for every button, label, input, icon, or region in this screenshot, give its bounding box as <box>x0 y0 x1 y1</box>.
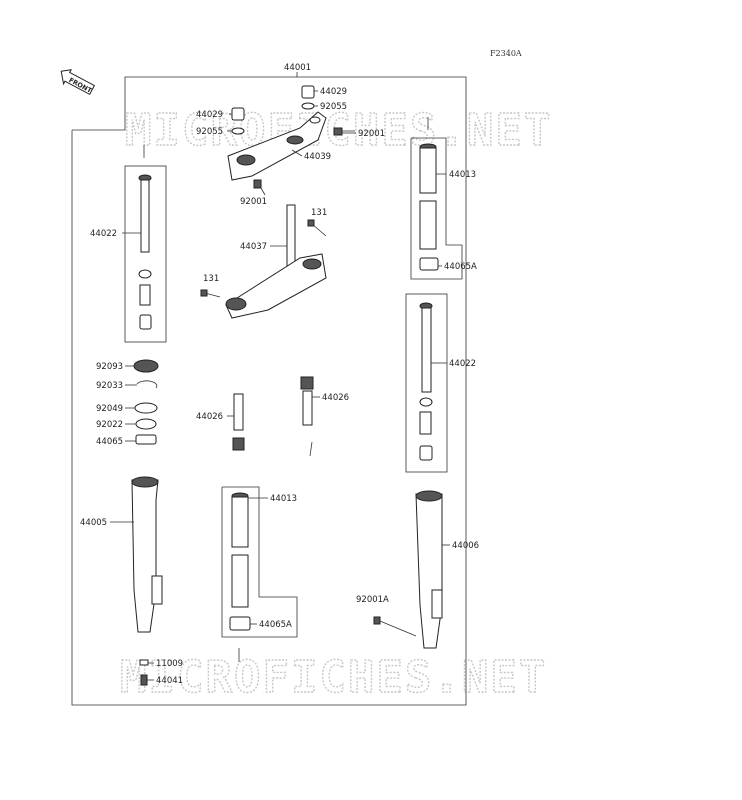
washer-92049 <box>134 402 158 414</box>
label-44041: 44041 <box>156 676 183 686</box>
label-44005: 44005 <box>80 518 107 528</box>
label-131-left: 131 <box>203 274 219 284</box>
outer-tube-right <box>415 490 443 649</box>
front-arrow-icon: FRONT <box>60 69 96 96</box>
washer-left <box>231 127 245 135</box>
label-44065: 44065 <box>96 437 123 447</box>
label-44029-right: 44029 <box>320 87 347 97</box>
label-44026-right: 44026 <box>322 393 349 403</box>
part-labels: 44001 44029 92055 44029 92055 92001 4403… <box>80 63 479 686</box>
figure-code: F2340A <box>490 49 522 58</box>
box-inner-tube-right-top <box>410 137 463 280</box>
circlip-92033 <box>136 380 158 389</box>
bolt-131-right <box>307 219 327 237</box>
label-44013-right: 44013 <box>449 170 476 180</box>
bolt-131-left <box>200 289 221 298</box>
label-92001-center: 92001 <box>240 197 267 207</box>
inner-tube-right <box>419 143 439 271</box>
label-92093: 92093 <box>96 362 123 372</box>
box-fork-tube-right <box>405 293 448 473</box>
assembly-outline <box>71 76 467 706</box>
bushing-92022 <box>135 418 157 430</box>
cylinder-right <box>300 376 314 426</box>
steering-stem <box>225 204 327 319</box>
label-92022: 92022 <box>96 420 123 430</box>
label-92001A: 92001A <box>356 595 389 605</box>
bolt-92001A <box>373 616 417 637</box>
fork-tube-left <box>138 174 152 330</box>
label-44013-center: 44013 <box>270 494 297 504</box>
cylinder-left <box>232 393 245 451</box>
label-44039: 44039 <box>304 152 331 162</box>
box-inner-tube-center <box>221 486 298 638</box>
label-11009: 11009 <box>156 659 183 669</box>
bolt-upper-center <box>253 179 266 196</box>
washer-right <box>301 102 315 110</box>
label-44037: 44037 <box>240 242 267 252</box>
inner-tube-center <box>229 492 251 631</box>
label-92033: 92033 <box>96 381 123 391</box>
upper-bracket <box>227 111 327 181</box>
outer-tube-left <box>131 476 163 633</box>
label-92055-right: 92055 <box>320 102 347 112</box>
cap-bolt-right <box>301 85 315 99</box>
label-44065A-center: 44065A <box>259 620 292 630</box>
bolt-upper-right <box>333 127 355 136</box>
cap-bolt-left <box>231 107 245 121</box>
callout-lines <box>110 90 450 681</box>
label-92055-left: 92055 <box>196 127 223 137</box>
fork-tube-right <box>419 302 433 461</box>
box-fork-tube-left <box>124 165 167 343</box>
watermark-bottom: MICROFICHES.NET <box>120 652 547 703</box>
label-44006: 44006 <box>452 541 479 551</box>
label-44065A-right: 44065A <box>444 262 477 272</box>
oil-seal-92093 <box>133 359 159 373</box>
label-44022-left: 44022 <box>90 229 117 239</box>
label-131-right: 131 <box>311 208 327 218</box>
label-44022-right: 44022 <box>449 359 476 369</box>
label-92049: 92049 <box>96 404 123 414</box>
bushing-44065 <box>135 434 157 445</box>
label-44001: 44001 <box>284 63 311 73</box>
label-92001-upper: 92001 <box>358 129 385 139</box>
label-44029-left: 44029 <box>196 110 223 120</box>
label-44026-left: 44026 <box>196 412 223 422</box>
